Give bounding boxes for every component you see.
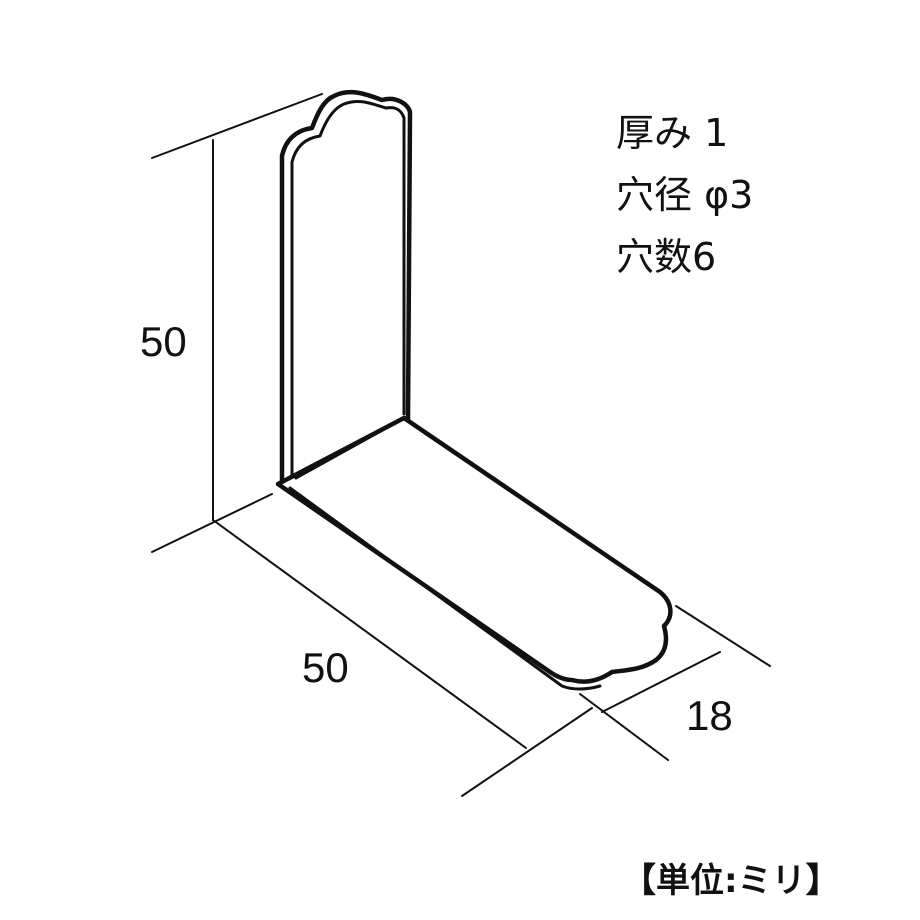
width-dimension-label: 18	[686, 692, 733, 739]
dimension-lines	[151, 93, 771, 797]
spec-hole-diameter: 穴径 φ3	[616, 173, 753, 217]
length-dimension-label: 50	[302, 644, 349, 691]
base-plate	[275, 415, 673, 684]
unit-note: 【単位:ミリ】	[622, 861, 840, 901]
vertical-plate	[279, 89, 413, 489]
spec-thickness: 厚み 1	[616, 111, 728, 155]
base-plate-edge	[288, 486, 602, 691]
height-dimension-label: 50	[140, 318, 187, 365]
fold-line	[294, 416, 406, 480]
vertical-plate-edge	[290, 100, 406, 484]
spec-hole-count: 穴数6	[616, 235, 716, 279]
l-bracket	[275, 89, 673, 691]
